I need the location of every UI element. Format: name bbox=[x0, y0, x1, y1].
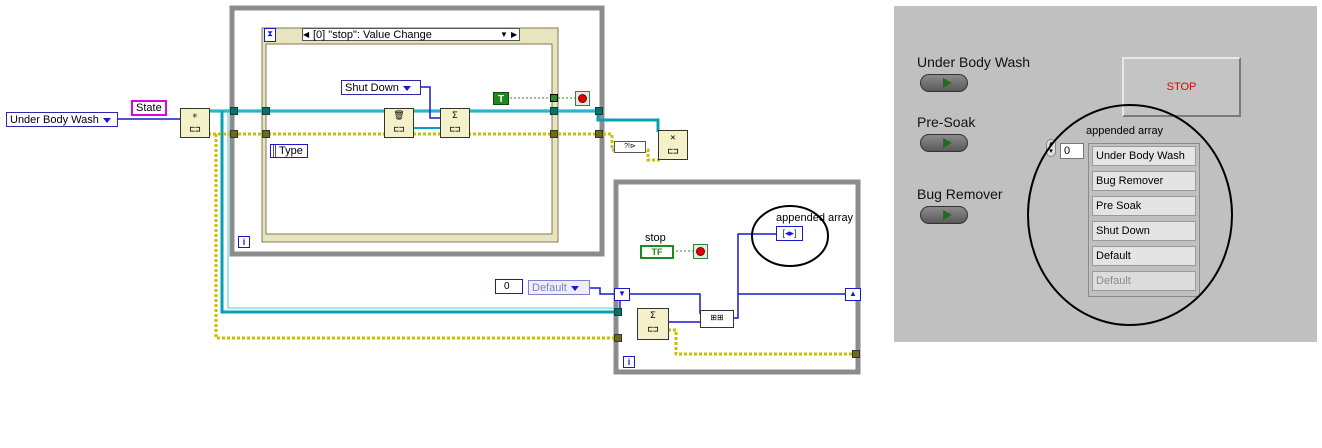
enqueue-element-node[interactable]: Σ⊏⊐ bbox=[440, 108, 470, 138]
right-arrow-icon[interactable]: ▶ bbox=[511, 30, 518, 39]
tunnel bbox=[550, 94, 558, 102]
true-constant[interactable]: T bbox=[493, 92, 509, 105]
shift-register-right: ▲ bbox=[845, 288, 861, 301]
stop-icon bbox=[696, 247, 705, 256]
tunnel bbox=[852, 350, 860, 358]
tunnel bbox=[262, 107, 270, 115]
bug-remover-label: Bug Remover bbox=[917, 186, 1003, 202]
play-icon bbox=[943, 138, 952, 148]
unbundle-error-node[interactable]: ?!⊳ bbox=[614, 141, 646, 153]
release-queue-icon: ✕⊏⊐ bbox=[667, 133, 679, 157]
stop-button[interactable]: STOP bbox=[1122, 57, 1241, 117]
under-body-wash-label: Under Body Wash bbox=[917, 54, 1031, 70]
release-queue-icon: 🗑⊏⊐ bbox=[393, 111, 405, 135]
stop-label: stop bbox=[645, 232, 666, 244]
chevron-down-icon bbox=[102, 117, 111, 123]
tunnel bbox=[230, 130, 238, 138]
release-queue-node[interactable]: ✕⊏⊐ bbox=[658, 130, 688, 160]
array-element[interactable]: Under Body Wash bbox=[1092, 146, 1196, 166]
array-element[interactable]: Default bbox=[1092, 246, 1196, 266]
tunnel bbox=[550, 107, 558, 115]
build-array-node[interactable]: ⊞⊞ bbox=[700, 310, 734, 328]
flush-queue-node[interactable]: 🗑⊏⊐ bbox=[384, 108, 414, 138]
type-event-data: Type bbox=[270, 144, 308, 158]
under-body-wash-button[interactable] bbox=[920, 74, 968, 92]
tunnel bbox=[614, 308, 622, 316]
chevron-down-icon bbox=[570, 285, 579, 291]
annotation-circle-panel bbox=[1027, 104, 1233, 326]
obtain-queue-node[interactable]: ✳⊏⊐ bbox=[180, 108, 210, 138]
tunnel bbox=[595, 130, 603, 138]
tunnel bbox=[550, 130, 558, 138]
default-enum-constant[interactable]: Default bbox=[528, 280, 590, 295]
array-index-field[interactable]: 0 bbox=[1060, 143, 1084, 159]
iteration-terminal: i bbox=[623, 356, 635, 368]
stop-icon bbox=[578, 94, 587, 103]
array-frame bbox=[1088, 143, 1200, 297]
index-constant[interactable]: 0 bbox=[495, 279, 523, 294]
play-icon bbox=[943, 210, 952, 220]
tunnel bbox=[614, 334, 622, 342]
chevron-down-icon[interactable]: ▼ bbox=[500, 30, 508, 39]
left-arrow-icon[interactable]: ◀ bbox=[303, 30, 310, 39]
hourglass-icon: ⧗ bbox=[264, 28, 276, 42]
iteration-terminal: i bbox=[238, 236, 250, 248]
index-stepper[interactable]: ▴▾ bbox=[1046, 139, 1056, 157]
annotation-circle-diagram bbox=[751, 205, 829, 267]
bug-remover-button[interactable] bbox=[920, 206, 968, 224]
stop-terminal[interactable] bbox=[693, 244, 708, 259]
play-icon bbox=[943, 78, 952, 88]
appended-array-label: appended array bbox=[776, 212, 854, 224]
array-element[interactable]: Pre Soak bbox=[1092, 196, 1196, 216]
tunnel bbox=[230, 107, 238, 115]
appended-array-panel-label: appended array bbox=[1086, 125, 1164, 137]
state-label: State bbox=[131, 100, 167, 116]
tunnel bbox=[595, 107, 603, 115]
shutdown-enum-constant[interactable]: Shut Down bbox=[341, 80, 421, 95]
tunnel bbox=[262, 130, 270, 138]
array-element[interactable]: Bug Remover bbox=[1092, 171, 1196, 191]
event-case-selector[interactable]: [0] "stop": Value Change bbox=[302, 28, 520, 41]
appended-array-indicator[interactable]: [◂▸] bbox=[776, 226, 803, 241]
pre-soak-button[interactable] bbox=[920, 134, 968, 152]
queue-icon: ✳⊏⊐ bbox=[189, 111, 201, 135]
stop-control[interactable]: TF bbox=[640, 245, 674, 259]
array-element[interactable]: Shut Down bbox=[1092, 221, 1196, 241]
while-loop-frame-bottom bbox=[613, 179, 861, 375]
chevron-down-icon bbox=[402, 85, 411, 91]
pre-soak-label: Pre-Soak bbox=[917, 114, 976, 130]
state-enum-constant[interactable]: Under Body Wash bbox=[6, 112, 118, 127]
array-element-default[interactable]: Default bbox=[1092, 271, 1196, 291]
queue-icon: Σ⊏⊐ bbox=[647, 311, 659, 335]
block-diagram-wires bbox=[118, 5, 861, 375]
dequeue-element-node[interactable]: Σ⊏⊐ bbox=[637, 308, 669, 340]
shift-register-left: ▼ bbox=[614, 288, 630, 301]
queue-icon: Σ⊏⊐ bbox=[449, 111, 461, 135]
stop-terminal[interactable] bbox=[575, 91, 590, 106]
